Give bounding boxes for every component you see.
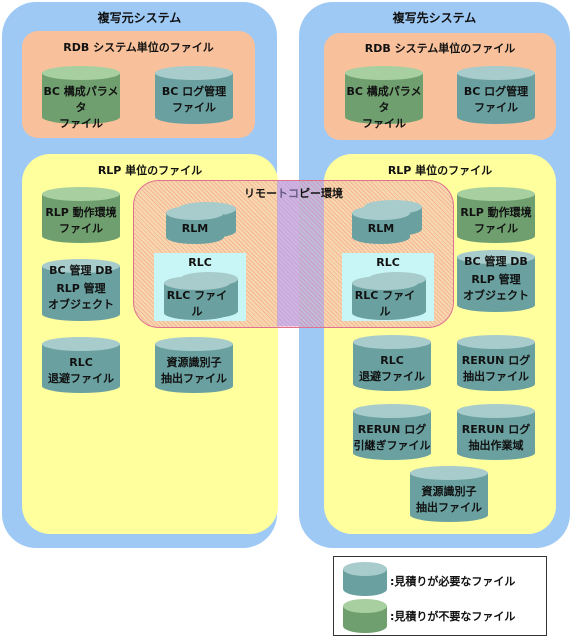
target-rlm: RLM [352, 206, 410, 244]
legend-not-required-icon [343, 599, 387, 633]
target-rlp-title: RLP 単位のファイル [387, 164, 493, 177]
target-rerun-extract-file: RERUN ログ 抽出ファイル [457, 335, 535, 391]
system-overlap-band [277, 181, 299, 326]
source-rlm: RLM [166, 206, 224, 244]
source-rlc-evac-file: RLC 退避ファイル [42, 337, 120, 393]
target-bc-param-file: BC 構成パラメタ ファイル [345, 66, 423, 130]
target-rlp-env-file: RLP 動作環境 ファイル [457, 187, 535, 243]
target-rerun-work-file: RERUN ログ 抽出作業域 [457, 404, 535, 460]
target-rlc-title: RLC [376, 256, 400, 269]
source-rlp-title: RLP 単位のファイル [97, 164, 203, 177]
target-rdb-title: RDB システム単位のファイル [364, 42, 516, 55]
target-rlc-file: RLC ファイル [352, 276, 418, 320]
legend-required-icon [343, 562, 387, 596]
target-rerun-handover-file: RERUN ログ 引継ぎファイル [353, 404, 431, 460]
source-rlc-title: RLC [188, 256, 212, 269]
target-resource-id-file: 資源識別子 抽出ファイル [410, 466, 488, 522]
source-resource-id-file: 資源識別子 抽出ファイル [155, 337, 233, 393]
target-system-title: 複写先システム [392, 11, 477, 25]
legend-not-required-label: :見積りが不要なファイル [390, 610, 516, 623]
source-rlp-env-file: RLP 動作環境 ファイル [42, 187, 120, 243]
source-system-title: 複写元システム [97, 11, 182, 25]
source-bc-db: BC 管理 DB RLP 管理 オブジェクト [42, 259, 120, 321]
source-bc-param-file: BC 構成パラメタ ファイル [42, 66, 120, 130]
legend: :見積りが必要なファイル :見積りが不要なファイル [333, 556, 547, 636]
target-bc-db: BC 管理 DB RLP 管理 オブジェクト [457, 250, 535, 312]
source-rdb-title: RDB システム単位のファイル [63, 41, 214, 54]
source-bc-log-file: BC ログ管理 ファイル [155, 66, 233, 124]
target-bc-log-file: BC ログ管理 ファイル [457, 66, 535, 124]
legend-required-label: :見積りが必要なファイル [390, 575, 516, 588]
source-rlc-file: RLC ファイル [164, 276, 230, 320]
target-rlc-evac-file: RLC 退避ファイル [353, 335, 431, 391]
